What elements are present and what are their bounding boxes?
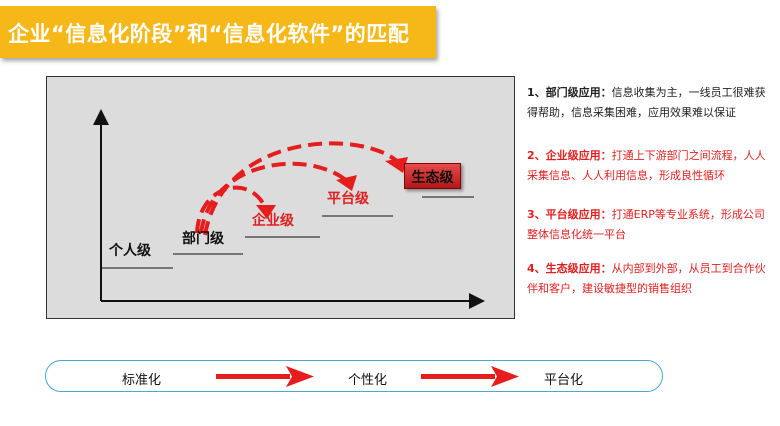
flow-platformization: 平台化 <box>544 373 584 388</box>
flow-arrow-icon-1 <box>216 366 314 387</box>
desc-enterprise: 2、企业级应用：打通上下游部门之间流程，人人采集信息、人人利用信息，形成良性循环 <box>527 146 775 186</box>
level-ecosystem-box: 生态级 <box>404 163 461 189</box>
level-platform: 平台级 <box>327 191 369 207</box>
desc-platform-title: 3、平台级应用： <box>527 208 612 221</box>
arrow-head-ecosystem <box>385 157 408 173</box>
flow-standardization: 标准化 <box>122 373 162 388</box>
arrow-head-platform <box>336 175 357 191</box>
desc-department-title: 1、部门级应用： <box>527 86 612 99</box>
desc-ecosystem-title: 4、生态级应用： <box>527 262 612 275</box>
desc-platform: 3、平台级应用：打通ERP等专业系统，形成公司整体信息化统一平台 <box>527 205 775 245</box>
desc-enterprise-text: 打通上下游部门之间流程，人人采集信息、人人利用信息，形成良性循环 <box>527 149 766 182</box>
desc-department-text: 信息收集为主，一线员工很难获得帮助，信息采集困难，应用效果难以保证 <box>527 86 766 119</box>
flow-personalization: 个性化 <box>348 373 388 388</box>
desc-ecosystem-text: 从内部到外部，从员工到合作伙伴和客户，建设敏捷型的销售组织 <box>527 262 766 295</box>
level-department: 部门级 <box>182 231 224 247</box>
desc-department: 1、部门级应用：信息收集为主，一线员工很难获得帮助，信息采集困难，应用效果难以保… <box>527 83 775 123</box>
arrow-curve-to-ecosystem <box>203 141 401 236</box>
stage-diagram-graphics <box>93 109 485 309</box>
desc-ecosystem: 4、生态级应用：从内部到外部，从员工到合作伙伴和客户，建设敏捷型的销售组织 <box>527 259 775 299</box>
arrow-curve-to-platform <box>199 161 349 234</box>
flow-arrow-icon-2 <box>421 366 519 387</box>
page-title: 企业“信息化阶段”和“信息化软件”的匹配 <box>8 22 410 46</box>
level-enterprise: 企业级 <box>252 213 294 229</box>
level-ecosystem: 生态级 <box>411 170 454 186</box>
title-bar: 企业“信息化阶段”和“信息化软件”的匹配 <box>0 6 436 58</box>
desc-enterprise-title: 2、企业级应用： <box>527 149 612 162</box>
level-personal: 个人级 <box>109 243 151 259</box>
stage-diagram: 个人级 部门级 企业级 平台级 生态级 <box>46 76 515 319</box>
flow-bar: 标准化 个性化 平台化 <box>45 360 663 392</box>
arrow-head-enterprise <box>256 205 276 219</box>
desc-platform-text: 打通ERP等专业系统，形成公司整体信息化统一平台 <box>527 208 765 241</box>
